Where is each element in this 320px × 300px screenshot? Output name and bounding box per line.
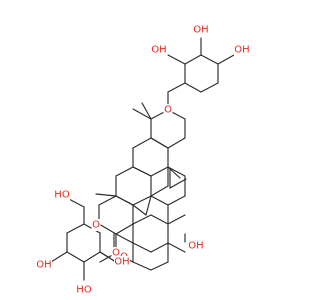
bond bbox=[150, 185, 169, 197]
xylose-ring bbox=[200, 54, 219, 65]
atom-label-text: OH bbox=[36, 260, 51, 271]
atom-label-text: OH bbox=[193, 25, 208, 36]
bond bbox=[217, 54, 235, 65]
xylose-ring bbox=[184, 82, 202, 93]
glucose-ring bbox=[66, 223, 85, 234]
ring-c bbox=[132, 195, 152, 206]
glucose-ring bbox=[66, 251, 85, 263]
xylose-ring bbox=[200, 82, 219, 93]
atom-label-layer: OHOHOHOOHOOHOOOHHOOH bbox=[36, 24, 250, 296]
methyl bbox=[167, 214, 186, 225]
glucose-ring bbox=[83, 251, 101, 263]
ring-d bbox=[98, 195, 117, 206]
ring-e bbox=[132, 242, 152, 253]
ring-oxygen-label-1: O bbox=[163, 104, 173, 116]
bond bbox=[132, 204, 147, 216]
atom-label-text: O bbox=[164, 105, 172, 116]
bond bbox=[167, 54, 186, 65]
ring-e bbox=[132, 214, 152, 225]
oh-label-3: OH bbox=[151, 44, 167, 56]
bond bbox=[50, 251, 68, 263]
ring-oxygen-label-2: O bbox=[91, 219, 101, 231]
ho-label-2: HO bbox=[76, 284, 92, 296]
atom-label-text: O bbox=[92, 220, 100, 231]
ester-oxygen-label: O bbox=[111, 247, 121, 259]
bond bbox=[99, 251, 117, 263]
ring-a bbox=[167, 137, 186, 149]
structure-diagram: OHOHOHOOHOOHOOOHHOOH bbox=[36, 24, 250, 296]
methyl bbox=[132, 108, 152, 120]
atom-label-text: OH bbox=[114, 257, 129, 268]
bond bbox=[167, 166, 186, 177]
double-bond bbox=[169, 178, 187, 189]
ring-e bbox=[150, 214, 169, 225]
ring-b bbox=[132, 137, 152, 149]
atom-label-text: OH bbox=[188, 241, 203, 252]
bond bbox=[132, 261, 152, 271]
atom-label-text: HO bbox=[76, 285, 92, 296]
ring-b bbox=[150, 166, 169, 177]
atom-label-text: O bbox=[112, 248, 120, 259]
ho-label-1: HO bbox=[54, 189, 70, 201]
bond bbox=[145, 195, 152, 216]
atom-label-text: HO bbox=[54, 190, 70, 201]
ring-d bbox=[115, 223, 134, 235]
oh-label-6: OH bbox=[114, 256, 130, 268]
bond bbox=[167, 195, 186, 206]
oh-label-4: OH bbox=[188, 240, 204, 252]
ring-e bbox=[150, 242, 169, 253]
ring-d bbox=[115, 195, 134, 206]
atom-label-text: OH bbox=[234, 45, 249, 56]
methyl bbox=[167, 166, 181, 179]
bond bbox=[150, 195, 169, 206]
bond-layer bbox=[50, 37, 235, 281]
ring-c bbox=[115, 166, 134, 177]
oh-label-5: OH bbox=[36, 259, 52, 271]
oh-label-1: OH bbox=[193, 24, 209, 36]
bond bbox=[115, 233, 134, 244]
bond bbox=[167, 82, 186, 93]
ring-b bbox=[150, 137, 169, 149]
oh-label-2: OH bbox=[234, 44, 250, 56]
bond bbox=[150, 261, 169, 271]
methyl bbox=[95, 193, 117, 197]
atom-label-text: OH bbox=[151, 45, 166, 56]
xylose-ring bbox=[184, 54, 202, 65]
ring-c bbox=[132, 166, 152, 177]
ring-d bbox=[98, 223, 117, 235]
methyl bbox=[141, 102, 152, 120]
methyl bbox=[167, 242, 186, 253]
